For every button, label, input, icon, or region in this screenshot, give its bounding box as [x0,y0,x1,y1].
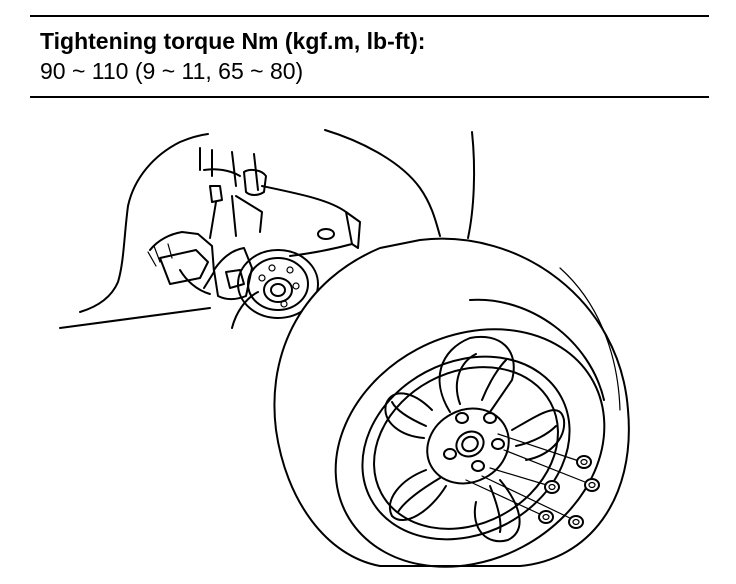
lug-nuts [538,455,600,529]
lug-nut-guides [465,433,591,521]
brake-caliper [147,231,253,300]
tire [273,237,630,568]
strut-assembly [199,147,267,239]
wheel-spokes [384,335,566,543]
fender-outline [59,129,476,329]
lug-nut [544,480,560,494]
lug-nut [576,455,592,469]
lug-nut [584,478,600,492]
top-divider [30,15,709,17]
wheel-rim [361,355,571,541]
bottom-divider [30,96,709,98]
lug-nut [538,510,554,524]
lug-nut [568,515,584,529]
torque-spec-label: Tightening torque Nm (kgf.m, lb-ft): [40,28,426,54]
torque-spec-value: 90 ~ 110 (9 ~ 11, 65 ~ 80) [40,58,304,84]
torque-spec: Tightening torque Nm (kgf.m, lb-ft): 90 … [40,26,425,86]
brake-disc [237,249,319,319]
chassis-member [261,185,361,257]
